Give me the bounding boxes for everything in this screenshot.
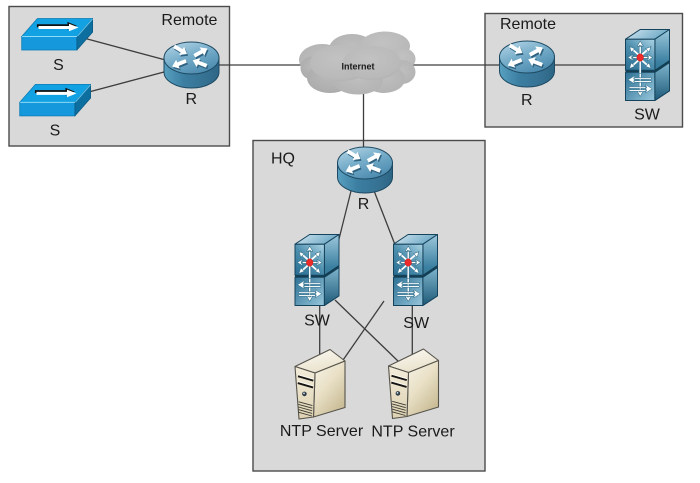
svg-text:Internet: Internet — [341, 62, 374, 72]
svg-text:Remote: Remote — [161, 12, 217, 29]
svg-text:HQ: HQ — [271, 151, 295, 168]
svg-text:R: R — [186, 91, 198, 108]
svg-text:S: S — [53, 57, 64, 74]
svg-text:NTP Server: NTP Server — [371, 424, 455, 441]
svg-text:Remote: Remote — [500, 16, 556, 33]
svg-text:NTP Server: NTP Server — [280, 423, 364, 440]
svg-text:SW: SW — [304, 312, 331, 329]
svg-text:SW: SW — [403, 315, 430, 332]
svg-text:R: R — [521, 92, 533, 109]
svg-text:S: S — [50, 123, 61, 140]
svg-text:R: R — [358, 196, 370, 213]
svg-text:SW: SW — [634, 107, 661, 124]
